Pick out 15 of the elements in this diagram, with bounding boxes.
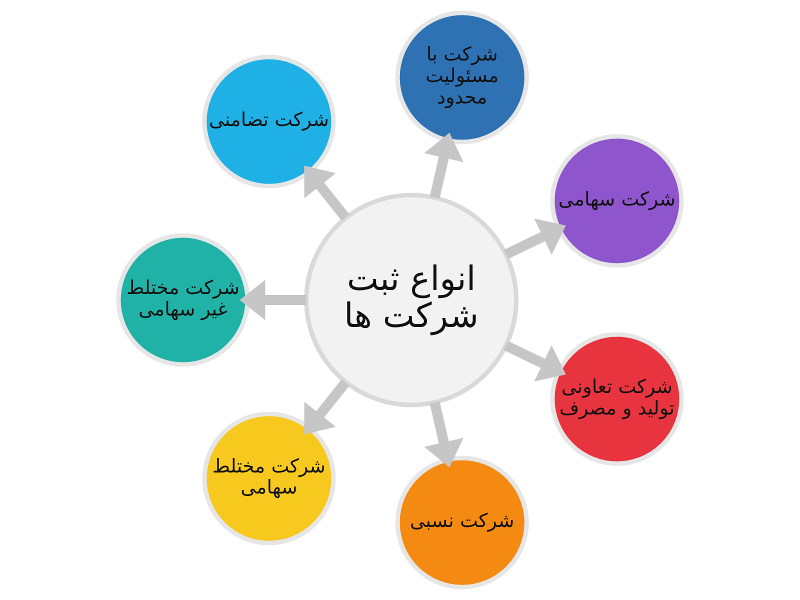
arrow	[240, 280, 306, 320]
node-circle: انواع ثبت شرکت ها	[304, 192, 518, 408]
arrow	[504, 341, 566, 382]
arrow	[424, 401, 464, 468]
node-circle: شرکت مختلط غیر سهامی	[116, 233, 250, 367]
arrow	[504, 218, 566, 259]
node-circle: شرکت تضامنی	[202, 54, 336, 188]
arrow	[304, 166, 350, 221]
node-circle: شرکت با مسئولیت محدود	[395, 10, 529, 144]
arrow	[304, 379, 350, 434]
node-circle: شرکت نسبی	[395, 456, 529, 590]
node-circle: شرکت سهامی	[550, 134, 684, 268]
node-circle: شرکت مختلط سهامی	[202, 412, 336, 546]
arrow	[424, 132, 464, 199]
node-circle: شرکت تعاونی تولید و مصرف	[550, 332, 684, 466]
